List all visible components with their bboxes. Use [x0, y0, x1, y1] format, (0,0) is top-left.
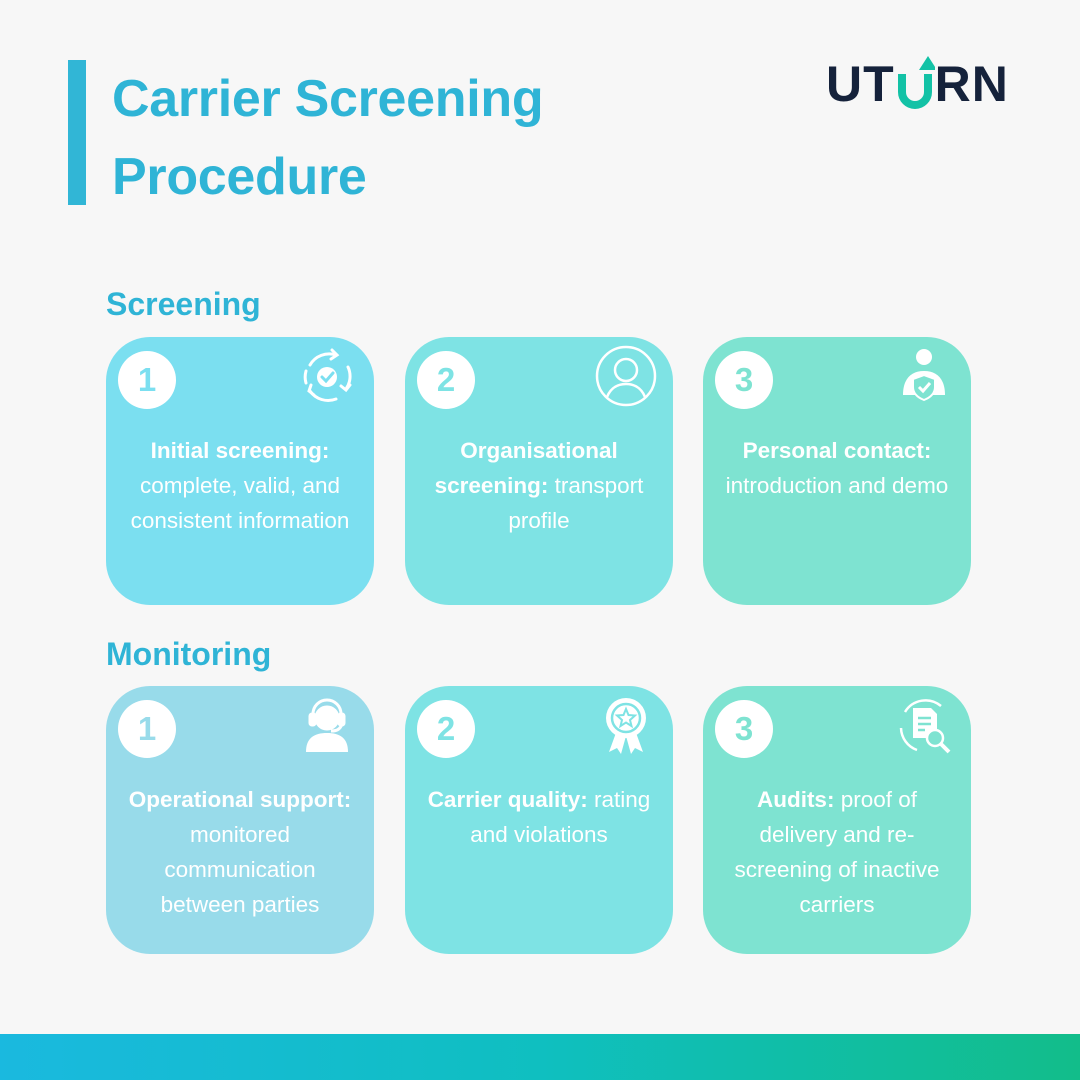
monitoring-card-2: 2 Carrier quality: rating and violations — [405, 686, 673, 954]
document-search-icon — [893, 694, 955, 756]
step-number-badge: 3 — [715, 351, 773, 409]
card-description: Initial screening: complete, valid, and … — [120, 433, 360, 538]
card-heading: Organisational screening: — [434, 438, 618, 498]
card-description: Personal contact: introduction and demo — [717, 433, 957, 503]
title-line-1: Carrier Screening — [112, 70, 544, 128]
screening-card-3: 3 Personal contact: introduction and dem… — [703, 337, 971, 605]
headset-agent-icon — [296, 694, 358, 756]
title-line-2: Procedure — [112, 148, 367, 206]
card-body: transport profile — [508, 473, 644, 533]
card-heading: Initial screening: — [150, 438, 330, 463]
card-heading: Operational support: — [128, 787, 352, 812]
card-body: monitored communication between parties — [160, 822, 320, 917]
card-description: Audits: proof of delivery and re-screeni… — [717, 782, 957, 922]
bottom-gradient-band — [0, 1034, 1080, 1080]
card-body: rating and violations — [470, 787, 651, 847]
step-number-badge: 3 — [715, 700, 773, 758]
monitoring-card-1: 1 Operational support: monitored communi… — [106, 686, 374, 954]
step-number-badge: 1 — [118, 700, 176, 758]
logo-u-arrow-icon — [895, 56, 935, 112]
card-heading: Personal contact: — [742, 438, 932, 463]
card-body: complete, valid, and consistent informat… — [130, 473, 350, 533]
title-accent-bar — [68, 60, 86, 205]
step-number-badge: 2 — [417, 700, 475, 758]
step-number-badge: 1 — [118, 351, 176, 409]
uturn-logo: UT RN — [826, 56, 1009, 112]
logo-text-right: RN — [934, 56, 1009, 112]
step-number-badge: 2 — [417, 351, 475, 409]
monitoring-card-3: 3 Audits: proof of delivery and re-scree… — [703, 686, 971, 954]
award-badge-icon — [595, 694, 657, 756]
user-profile-icon — [595, 345, 657, 407]
logo-text-left: UT — [826, 56, 895, 112]
screening-card-2: 2 Organisational screening: transport pr… — [405, 337, 673, 605]
person-shield-icon — [893, 345, 955, 407]
section-label-screening: Screening — [106, 286, 261, 322]
screening-card-1: 1 Initial screening: complete, valid, an… — [106, 337, 374, 605]
card-body: proof of delivery and re-screening of in… — [734, 787, 940, 917]
refresh-check-icon — [296, 345, 358, 407]
section-label-monitoring: Monitoring — [106, 636, 272, 672]
card-description: Carrier quality: rating and violations — [419, 782, 659, 852]
page-title: Carrier Screening Procedure — [112, 60, 544, 216]
card-body: introduction and demo — [725, 473, 949, 498]
card-heading: Carrier quality: — [427, 787, 588, 812]
card-description: Operational support: monitored communica… — [120, 782, 360, 922]
card-heading: Audits: — [756, 787, 835, 812]
card-description: Organisational screening: transport prof… — [419, 433, 659, 538]
